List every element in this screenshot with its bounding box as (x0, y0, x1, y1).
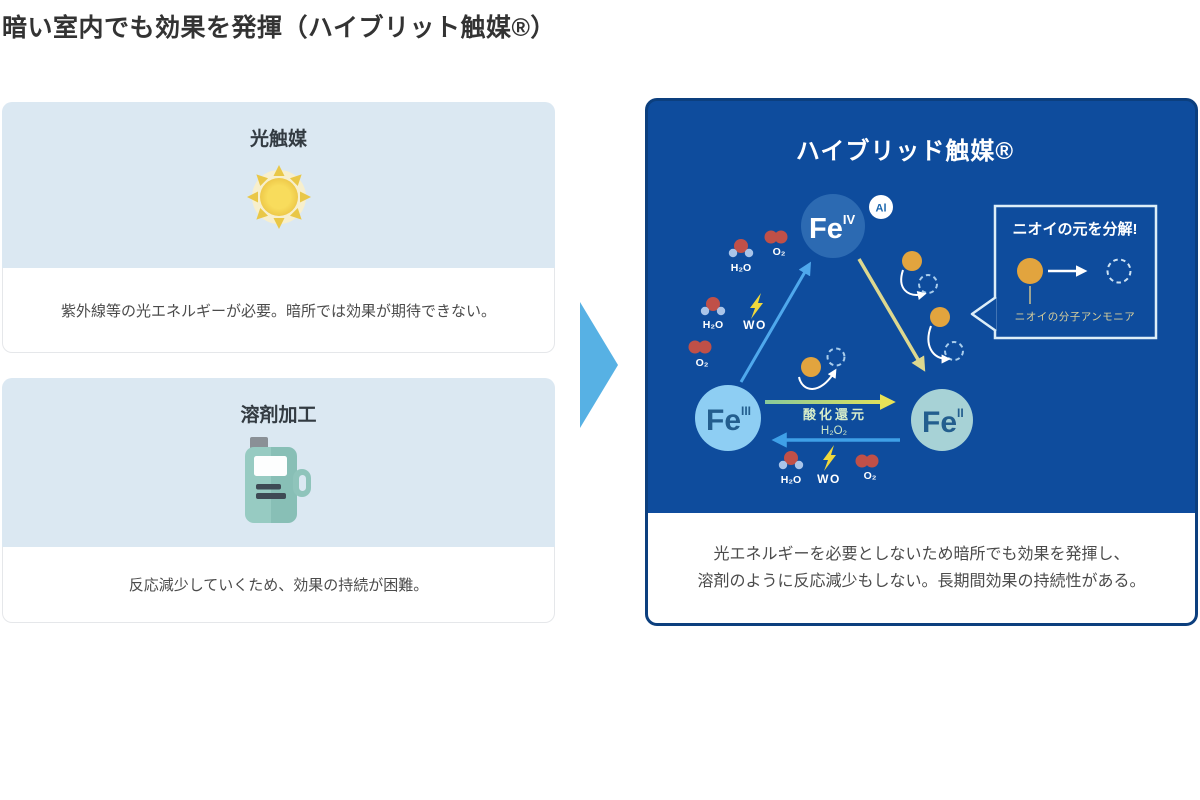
decompose-curl-arrow (798, 368, 837, 390)
o2-label: O₂ (696, 357, 709, 369)
decomposed-molecule-placeholder (918, 274, 938, 294)
hybrid-catalyst-diagram: ハイブリッド触媒® 酸化還元 H₂O₂ H₂O H₂O H₂O O₂ (688, 137, 1158, 486)
solvent-heading: 溶剤加工 (240, 405, 317, 426)
decompose-curl-arrow (900, 269, 927, 300)
panel-caption-line2: 溶剤のように反応減少もしない。長期間効果の持続性がある。 (697, 573, 1146, 590)
lightning-icon (823, 445, 836, 471)
h2o-molecule (728, 239, 754, 258)
solvent-caption: 反応減少していくため、効果の持続が困難。 (2, 547, 555, 623)
photocatalyst-card-header: 光触媒 (2, 102, 555, 268)
h2o-label: H₂O (731, 262, 751, 274)
photocatalyst-caption: 紫外線等の光エネルギーが必要。暗所では効果が期待できない。 (2, 268, 555, 353)
svg-text:FeII: FeII (922, 406, 964, 439)
decomposed-molecule-placeholder (944, 341, 964, 361)
callout-tail-outline (970, 295, 997, 333)
decomposed-molecule-placeholder (1106, 258, 1132, 284)
arrow-fe3-to-fe4 (739, 261, 811, 383)
h2o-molecule (700, 297, 726, 316)
callout-caption: ニオイの分子アンモニア (1015, 311, 1136, 323)
photocatalyst-card: 光触媒 (2, 102, 555, 353)
flow-arrow-right (580, 302, 618, 428)
arrow-fe4-to-fe2 (857, 258, 926, 372)
solvent-jug-icon (244, 437, 313, 525)
odor-decomposition-pair (798, 347, 846, 390)
solvent-card: 溶剤加工 反応減少していくため、効果の (2, 378, 555, 623)
sun-icon (243, 161, 315, 233)
h2o-label: H₂O (781, 474, 801, 486)
page-title: 暗い室内でも効果を発揮（ハイブリット触媒®） (2, 14, 556, 42)
svg-text:Al: Al (876, 203, 887, 215)
odor-molecule (801, 357, 821, 377)
odor-callout-box: ニオイの元を分解! ニオイの分子アンモニア (970, 204, 1158, 340)
photocatalyst-heading: 光触媒 (249, 129, 307, 150)
hybrid-catalyst-panel: ハイブリッド触媒® 酸化還元 H₂O₂ H₂O H₂O H₂O O₂ (645, 98, 1198, 626)
svg-text:FeIII: FeIII (706, 404, 751, 437)
o2-molecule (688, 340, 712, 354)
panel-caption: 光エネルギーを必要としないため暗所でも効果を発揮し、 溶剤のように反応減少もしな… (648, 513, 1195, 623)
fe4-node: FeIV (801, 194, 865, 258)
wo-label: WO (817, 472, 841, 486)
svg-text:FeIV: FeIV (809, 212, 855, 245)
panel-title: ハイブリッド触媒® (796, 137, 1014, 165)
callout-title: ニオイの元を分解! (1013, 220, 1138, 238)
fe3-node: FeIII (695, 385, 761, 451)
h2o-molecule (778, 451, 804, 470)
redox-label: 酸化還元 (803, 407, 867, 422)
wo-label: WO (743, 318, 767, 332)
odor-decomposition-pair (900, 251, 938, 300)
callout-tail (972, 297, 996, 331)
panel-caption-line1: 光エネルギーを必要としないため暗所でも効果を発揮し、 (713, 546, 1130, 563)
h2o2-label: H₂O₂ (821, 425, 847, 437)
o2-label: O₂ (864, 470, 877, 482)
solvent-card-header: 溶剤加工 (2, 378, 555, 547)
o2-molecule (764, 230, 788, 244)
decompose-curl-arrow (927, 325, 951, 364)
o2-molecule (855, 454, 879, 468)
o2-label: O₂ (773, 246, 786, 258)
odor-molecule (930, 307, 950, 327)
al-badge: Al (869, 195, 893, 219)
fe2-node: FeII (911, 389, 973, 451)
decomposed-molecule-placeholder (826, 347, 846, 367)
odor-molecule (902, 251, 922, 271)
odor-molecule (1017, 258, 1043, 284)
h2o-label: H₂O (703, 319, 723, 331)
lightning-icon (750, 293, 763, 319)
odor-decomposition-pair (927, 307, 964, 364)
callout-border (993, 204, 1158, 340)
